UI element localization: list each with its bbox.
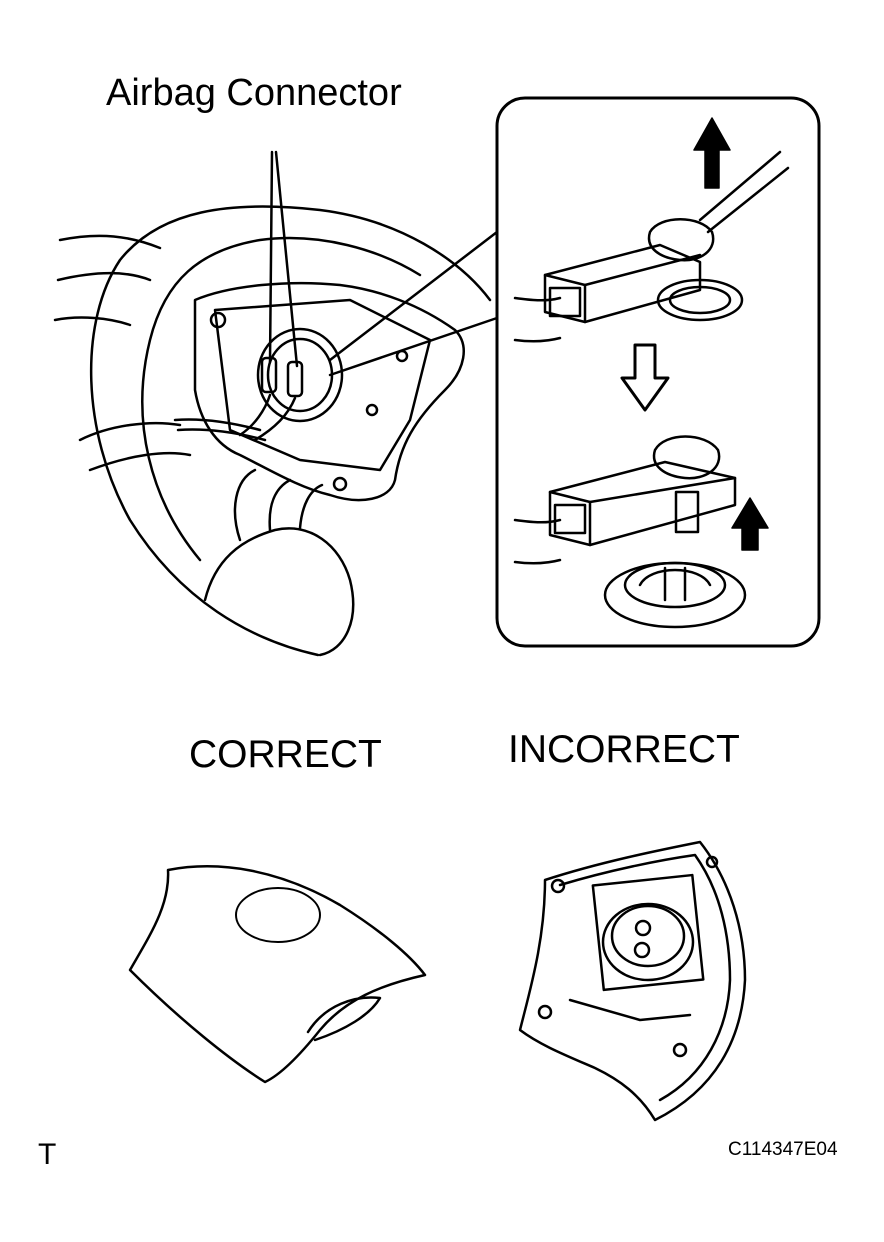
- arrow-up-icon: [693, 117, 731, 189]
- hollow-arrow-down-icon: [620, 343, 670, 412]
- figure-code: C114347E04: [728, 1139, 838, 1160]
- correct-label: CORRECT: [189, 733, 382, 776]
- steering-wheel-illustration: [53, 150, 499, 657]
- airbag-correct-face-up: [128, 865, 427, 1084]
- connector-seated-view: [513, 150, 790, 343]
- connector-inset: [495, 96, 821, 648]
- airbag-connector-label: Airbag Connector: [106, 72, 402, 114]
- corner-mark: T: [38, 1138, 57, 1171]
- incorrect-label: INCORRECT: [508, 728, 740, 771]
- connector-lifted-view: [513, 435, 747, 629]
- arrow-up-icon: [731, 497, 769, 551]
- airbag-incorrect-face-down: [518, 840, 747, 1122]
